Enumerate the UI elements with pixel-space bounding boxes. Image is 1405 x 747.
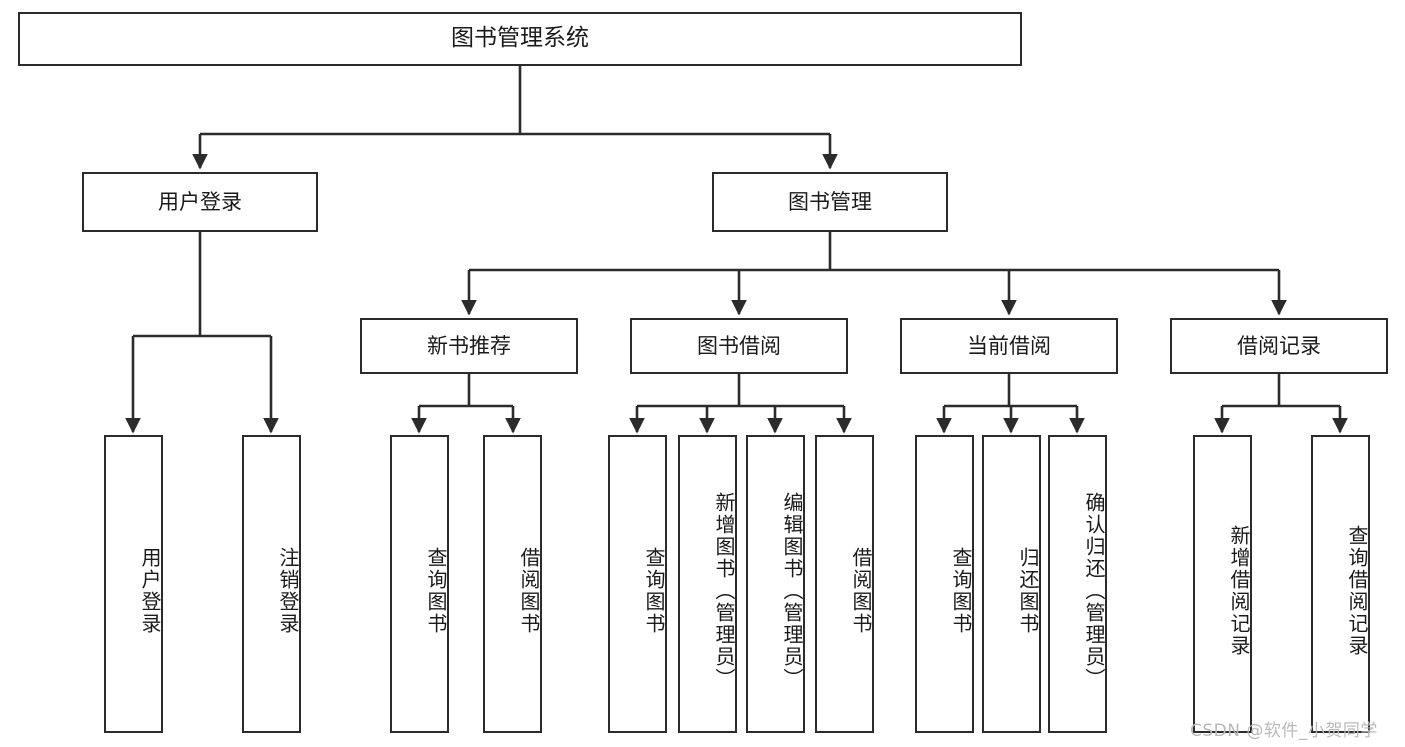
node-book-borrow-label: 图书借阅 (697, 333, 781, 358)
node-current-borrow-label: 当前借阅 (967, 333, 1051, 358)
node-new-book-recommend-label: 新书推荐 (427, 333, 511, 358)
watermark: CSDN @软件_小贺同学 (1190, 721, 1378, 741)
leaf-current-return-book[interactable]: 归还图书 (982, 435, 1041, 733)
leaf-label: 借阅图书 (849, 547, 873, 635)
node-new-book-recommend[interactable]: 新书推荐 (360, 318, 578, 374)
node-current-borrow[interactable]: 当前借阅 (900, 318, 1118, 374)
leaf-borrow-borrow-book[interactable]: 借阅图书 (815, 435, 874, 733)
leaf-label: 新增图书（管理员） (712, 492, 736, 690)
leaf-borrow-edit-book-admin[interactable]: 编辑图书（管理员） (746, 435, 805, 733)
leaf-record-add-record[interactable]: 新增借阅记录 (1193, 435, 1252, 733)
leaf-recommend-query-book[interactable]: 查询图书 (390, 435, 449, 733)
node-borrow-record-label: 借阅记录 (1237, 333, 1321, 358)
leaf-label: 查询图书 (642, 547, 666, 635)
node-book-management[interactable]: 图书管理 (712, 172, 948, 232)
leaf-user-login-login[interactable]: 用户登录 (104, 435, 163, 733)
node-book-management-label: 图书管理 (788, 189, 872, 214)
leaf-recommend-borrow-book[interactable]: 借阅图书 (483, 435, 542, 733)
node-root[interactable]: 图书管理系统 (18, 12, 1022, 66)
leaf-label: 新增借阅记录 (1227, 525, 1251, 657)
leaf-label: 查询图书 (949, 547, 973, 635)
leaf-label: 用户登录 (138, 547, 162, 635)
node-user-login[interactable]: 用户登录 (82, 172, 318, 232)
leaf-label: 确认归还（管理员） (1082, 492, 1106, 690)
leaf-label: 注销登录 (276, 547, 300, 635)
node-book-borrow[interactable]: 图书借阅 (630, 318, 848, 374)
node-root-label: 图书管理系统 (451, 25, 589, 52)
leaf-record-query-record[interactable]: 查询借阅记录 (1311, 435, 1370, 733)
leaf-label: 借阅图书 (517, 547, 541, 635)
leaf-label: 归还图书 (1016, 547, 1040, 635)
leaf-borrow-add-book-admin[interactable]: 新增图书（管理员） (678, 435, 737, 733)
leaf-label: 查询借阅记录 (1345, 525, 1369, 657)
leaf-current-confirm-return-admin[interactable]: 确认归还（管理员） (1048, 435, 1107, 733)
node-user-login-label: 用户登录 (158, 189, 242, 214)
leaf-user-login-logout[interactable]: 注销登录 (242, 435, 301, 733)
leaf-label: 查询图书 (424, 547, 448, 635)
leaf-current-query-book[interactable]: 查询图书 (915, 435, 974, 733)
leaf-borrow-query-book[interactable]: 查询图书 (608, 435, 667, 733)
leaf-label: 编辑图书（管理员） (780, 492, 804, 690)
node-borrow-record[interactable]: 借阅记录 (1170, 318, 1388, 374)
